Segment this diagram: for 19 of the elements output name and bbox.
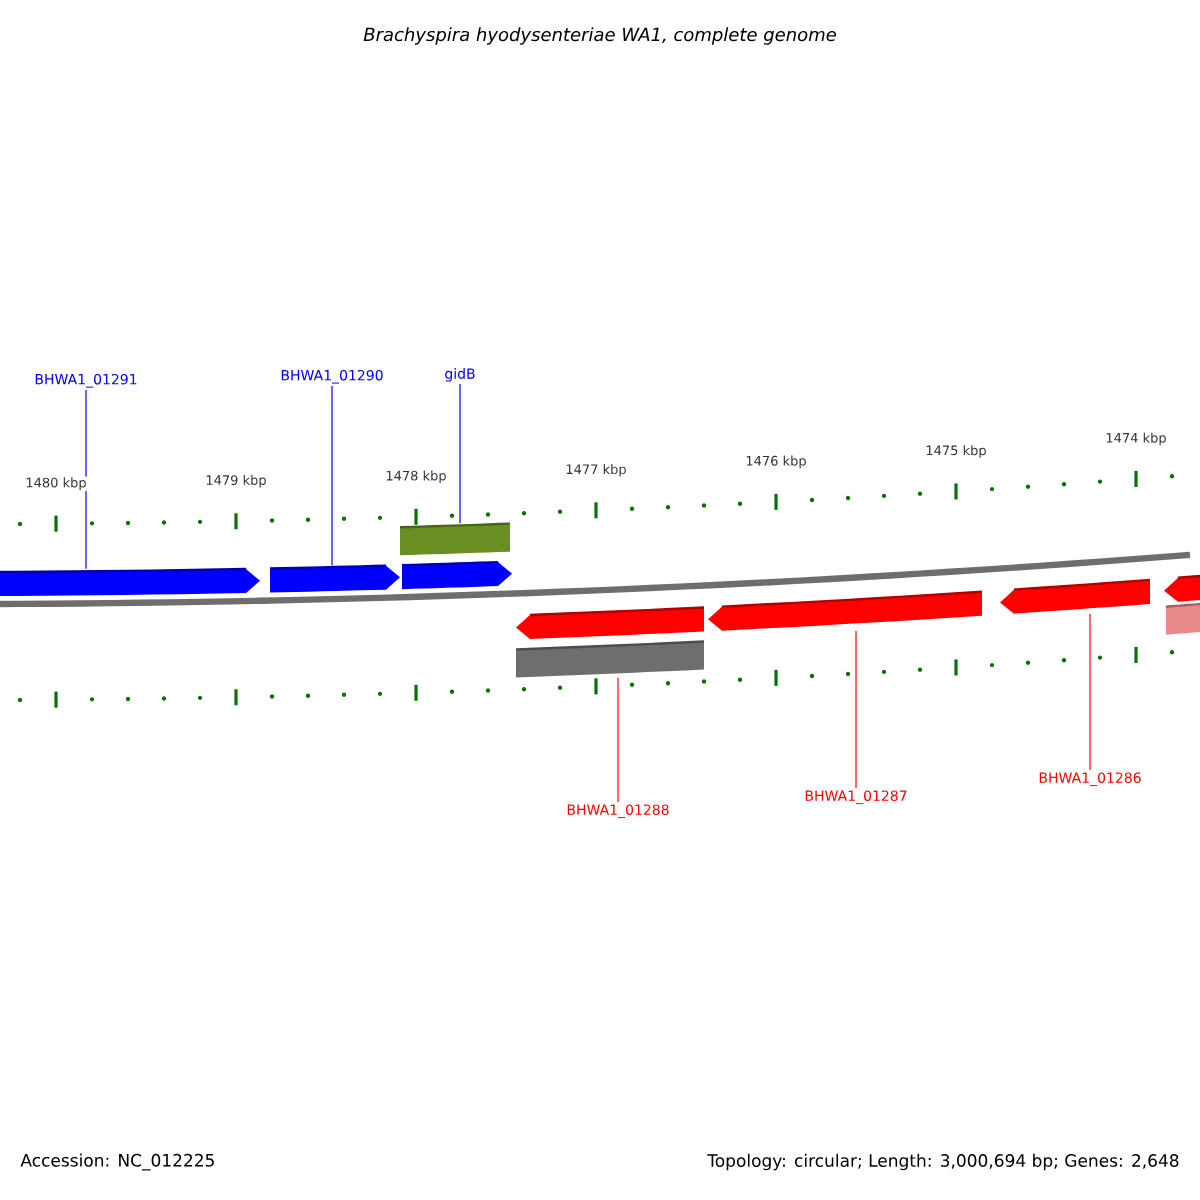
gene-block <box>708 590 983 631</box>
title: Brachyspira hyodysenteriae WA1, complete genome <box>363 27 836 45</box>
feature-bar <box>1165 601 1200 635</box>
leader-line <box>459 383 461 524</box>
gene-block <box>269 564 400 593</box>
gene-block <box>516 606 705 639</box>
footer-text: Accession: NC_012225 <box>20 1153 214 1171</box>
leader-line <box>1089 613 1091 771</box>
feature-bar <box>399 522 511 556</box>
gene-block <box>1000 578 1151 614</box>
gene-block <box>1164 573 1200 602</box>
feature-bar <box>515 640 705 678</box>
footer-text: Topology: circular; Length: 3,000,694 bp; Genes: 2,648 <box>707 1153 1179 1171</box>
leader-line <box>331 385 333 566</box>
gene-block <box>0 567 260 597</box>
leader-line <box>855 630 857 789</box>
leader-line <box>85 389 87 570</box>
leader-line <box>617 677 619 803</box>
gene-block <box>401 560 512 590</box>
